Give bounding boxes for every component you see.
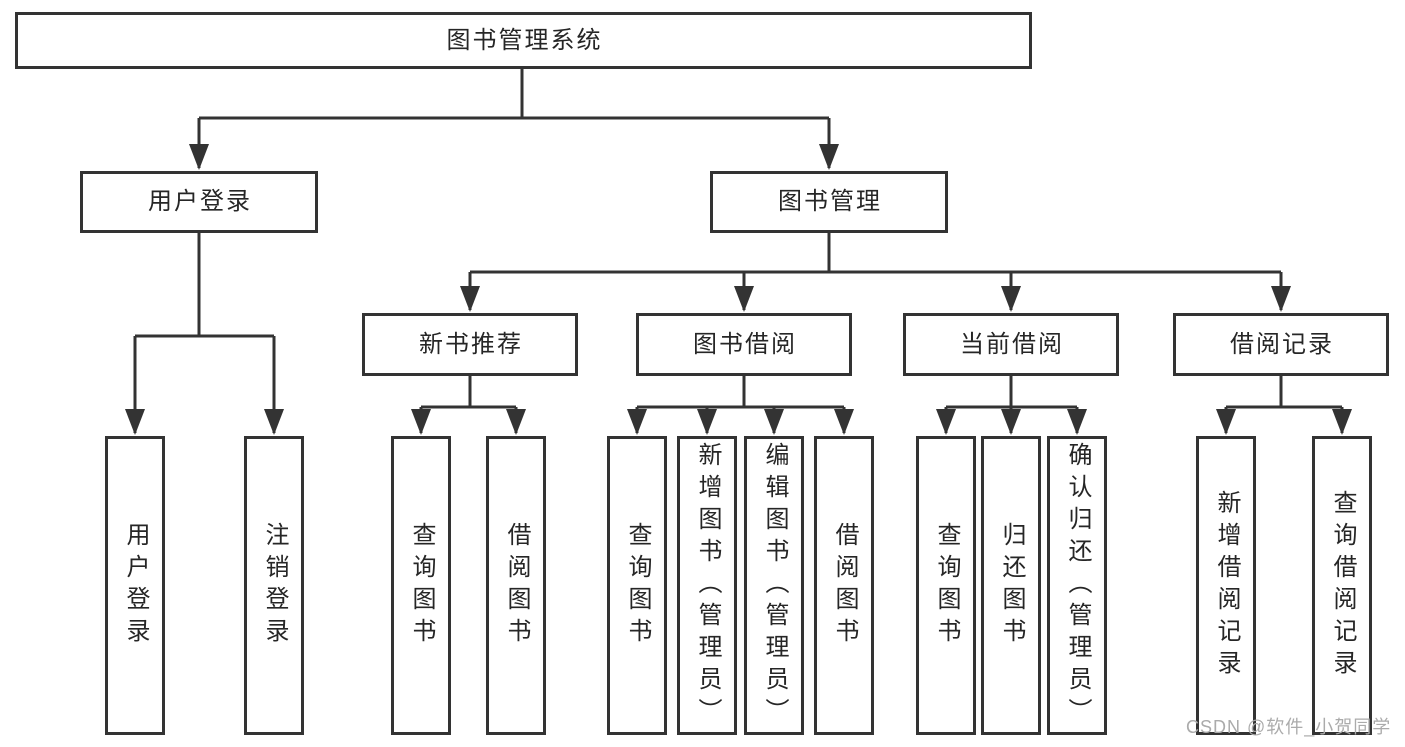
leaf-label: 查询借阅记录 (1329, 489, 1356, 682)
node-label: 借阅记录 (1230, 330, 1334, 358)
leaf-user-login: 用户登录 (105, 436, 165, 735)
node-new-book-recommend: 新书推荐 (362, 313, 578, 376)
leaf-label: 注销登录 (261, 521, 288, 650)
leaf-cb-query-books: 查询图书 (916, 436, 976, 735)
leaf-label: 新增图书（管理员） (694, 441, 721, 730)
node-user-login: 用户登录 (80, 171, 318, 233)
node-label: 用户登录 (148, 188, 252, 215)
leaf-label: 查询图书 (408, 521, 435, 650)
leaf-logout: 注销登录 (244, 436, 304, 735)
node-book-borrow: 图书借阅 (636, 313, 852, 376)
node-label: 图书借阅 (693, 330, 797, 358)
node-label: 当前借阅 (960, 330, 1064, 358)
csdn-watermark: CSDN @软件_小贺同学 (1186, 717, 1392, 737)
leaf-bb-edit-books-admin: 编辑图书（管理员） (744, 436, 804, 735)
leaf-br-query-record: 查询借阅记录 (1312, 436, 1372, 735)
node-borrow-records: 借阅记录 (1173, 313, 1389, 376)
leaf-bb-query-books: 查询图书 (607, 436, 667, 735)
node-book-management: 图书管理 (710, 171, 948, 233)
leaf-label: 借阅图书 (503, 521, 530, 650)
leaf-label: 确认归还（管理员） (1064, 441, 1091, 730)
leaf-label: 查询图书 (624, 521, 651, 650)
leaf-bb-add-books-admin: 新增图书（管理员） (677, 436, 737, 735)
node-current-borrow: 当前借阅 (903, 313, 1119, 376)
node-root-system: 图书管理系统 (15, 12, 1032, 69)
leaf-nb-query-books: 查询图书 (391, 436, 451, 735)
node-label: 图书管理系统 (446, 26, 603, 54)
leaf-cb-confirm-return-admin: 确认归还（管理员） (1047, 436, 1107, 735)
leaf-nb-borrow-books: 借阅图书 (486, 436, 546, 735)
leaf-label: 新增借阅记录 (1213, 489, 1240, 682)
node-label: 新书推荐 (419, 330, 523, 358)
leaf-label: 查询图书 (933, 521, 960, 650)
leaf-label: 借阅图书 (831, 521, 858, 650)
leaf-label: 归还图书 (998, 521, 1025, 650)
leaf-label: 用户登录 (122, 521, 149, 650)
node-label: 图书管理 (778, 188, 882, 215)
leaf-br-add-record: 新增借阅记录 (1196, 436, 1256, 735)
leaf-bb-borrow-books: 借阅图书 (814, 436, 874, 735)
leaf-cb-return-books: 归还图书 (981, 436, 1041, 735)
leaf-label: 编辑图书（管理员） (761, 441, 788, 730)
